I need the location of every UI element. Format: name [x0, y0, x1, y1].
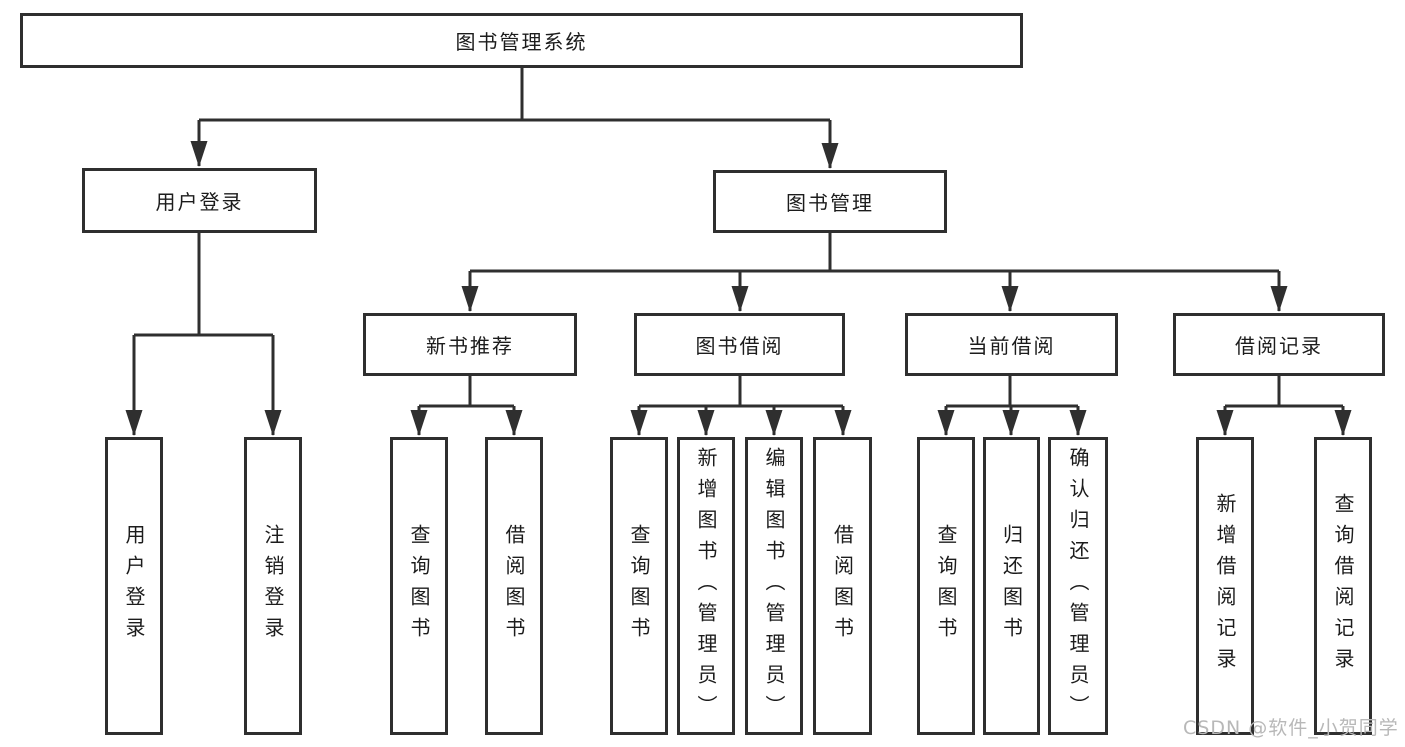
leaf-add-books-admin: 新增图书（管理员）: [677, 437, 735, 735]
leaf-user-login: 用户登录: [105, 437, 163, 735]
leaf-edit-books-admin: 编辑图书（管理员）: [745, 437, 803, 735]
node-user-login-module: 用户登录: [82, 168, 317, 233]
node-book-management-module: 图书管理: [713, 170, 947, 233]
connector-trunks: [134, 68, 1343, 408]
node-new-book-recommendation: 新书推荐: [363, 313, 577, 376]
node-book-borrowing: 图书借阅: [634, 313, 845, 376]
leaf-borrow-books-recommend: 借阅图书: [485, 437, 543, 735]
csdn-watermark: CSDN @软件_小贺同学: [1183, 717, 1399, 739]
leaf-return-books: 归还图书: [983, 437, 1040, 735]
leaf-query-books-recommend: 查询图书: [390, 437, 448, 735]
leaf-add-borrow-record: 新增借阅记录: [1196, 437, 1254, 735]
leaf-query-books-borrowing: 查询图书: [610, 437, 668, 735]
leaf-confirm-return-admin: 确认归还（管理员）: [1048, 437, 1108, 735]
leaf-borrow-books-borrowing: 借阅图书: [813, 437, 872, 735]
leaf-query-books-current: 查询图书: [917, 437, 975, 735]
leaf-logout: 注销登录: [244, 437, 302, 735]
node-root-system: 图书管理系统: [20, 13, 1023, 68]
leaf-query-borrow-record: 查询借阅记录: [1314, 437, 1372, 735]
node-current-borrowing: 当前借阅: [905, 313, 1118, 376]
node-borrowing-records: 借阅记录: [1173, 313, 1385, 376]
